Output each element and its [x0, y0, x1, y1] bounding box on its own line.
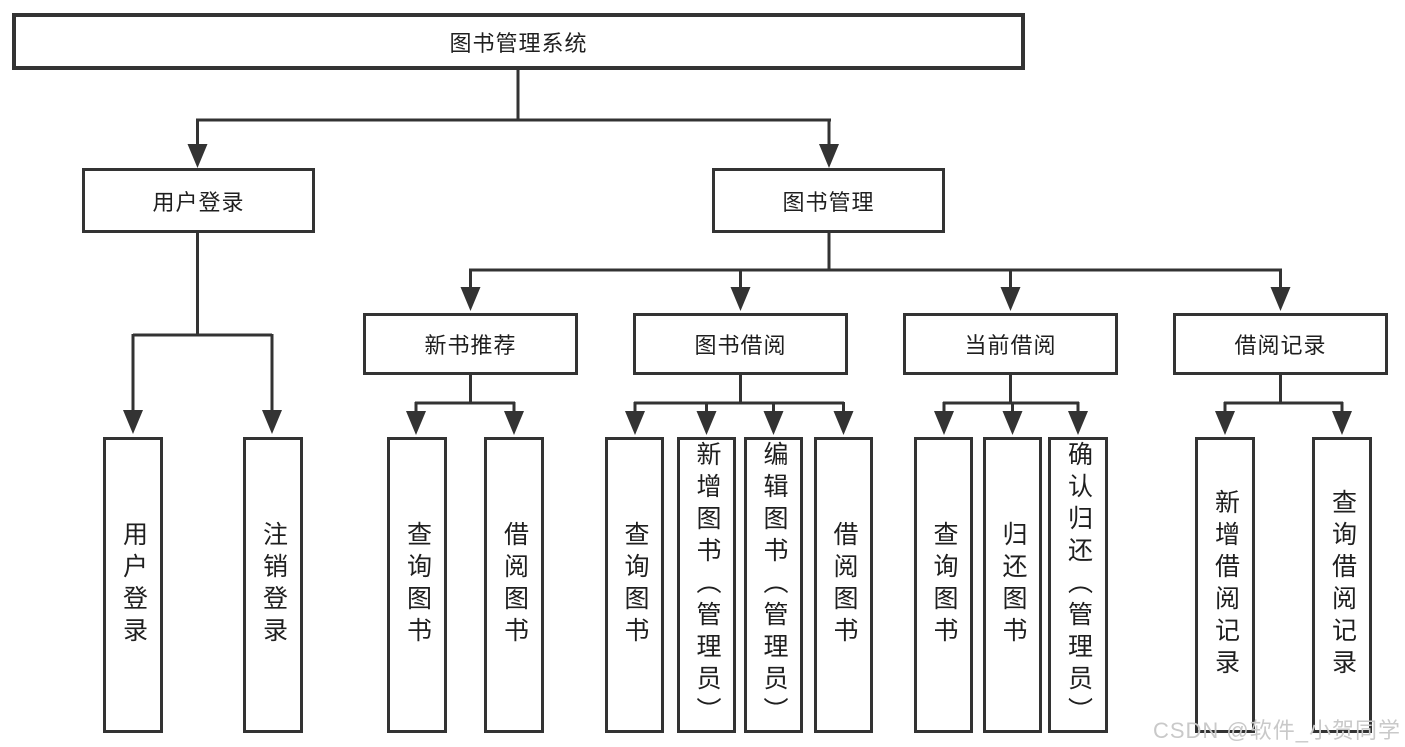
node-user-login: 用户登录 [82, 168, 315, 233]
node-book-management: 图书管理 [712, 168, 945, 233]
csdn-watermark: CSDN @软件_小贺同学 [1152, 718, 1401, 743]
node-new-book-recommendation: 新书推荐 [363, 313, 578, 375]
leaf-label: 编辑图书（管理员） [760, 441, 788, 729]
leaf-add-borrow-record: 新增借阅记录 [1195, 437, 1255, 733]
node-book-borrowing: 图书借阅 [633, 313, 848, 375]
node-label: 图书管理 [782, 189, 875, 215]
leaf-label: 查询图书 [621, 521, 649, 649]
node-label: 图书管理系统 [449, 30, 588, 56]
leaf-borrow-books-recommend: 借阅图书 [484, 437, 544, 733]
leaf-label: 查询图书 [403, 521, 432, 649]
leaf-label: 借阅图书 [830, 521, 858, 649]
leaf-confirm-return-admin: 确认归还（管理员） [1048, 437, 1108, 733]
node-current-borrowing: 当前借阅 [903, 313, 1118, 375]
leaf-label: 查询图书 [930, 521, 958, 649]
leaf-label: 借阅图书 [500, 521, 529, 649]
leaf-query-borrow-record: 查询借阅记录 [1312, 437, 1372, 733]
leaf-label: 注销登录 [259, 521, 288, 649]
node-library-management-system: 图书管理系统 [12, 13, 1025, 70]
leaf-query-books-recommend: 查询图书 [387, 437, 447, 733]
leaf-label: 新增借阅记录 [1211, 489, 1240, 681]
arrowheads [123, 144, 1352, 435]
leaf-return-book: 归还图书 [983, 437, 1042, 733]
leaf-label: 查询借阅记录 [1328, 489, 1357, 681]
leaf-label: 用户登录 [119, 521, 148, 649]
leaf-add-book-admin: 新增图书（管理员） [677, 437, 736, 733]
leaf-borrow-books: 借阅图书 [814, 437, 873, 733]
leaf-label: 确认归还（管理员） [1064, 441, 1093, 729]
leaf-query-books-current: 查询图书 [914, 437, 973, 733]
leaf-query-books-borrow: 查询图书 [605, 437, 664, 733]
node-label: 当前借阅 [964, 333, 1057, 358]
node-label: 图书借阅 [694, 333, 787, 358]
node-borrowing-records: 借阅记录 [1173, 313, 1388, 375]
node-label: 新书推荐 [424, 333, 517, 358]
node-label: 借阅记录 [1234, 333, 1327, 358]
leaf-label: 归还图书 [999, 521, 1027, 649]
node-label: 用户登录 [152, 189, 245, 215]
leaf-edit-book-admin: 编辑图书（管理员） [744, 437, 803, 733]
leaf-user-login: 用户登录 [103, 437, 163, 733]
leaf-logout: 注销登录 [243, 437, 303, 733]
leaf-label: 新增图书（管理员） [693, 441, 721, 729]
